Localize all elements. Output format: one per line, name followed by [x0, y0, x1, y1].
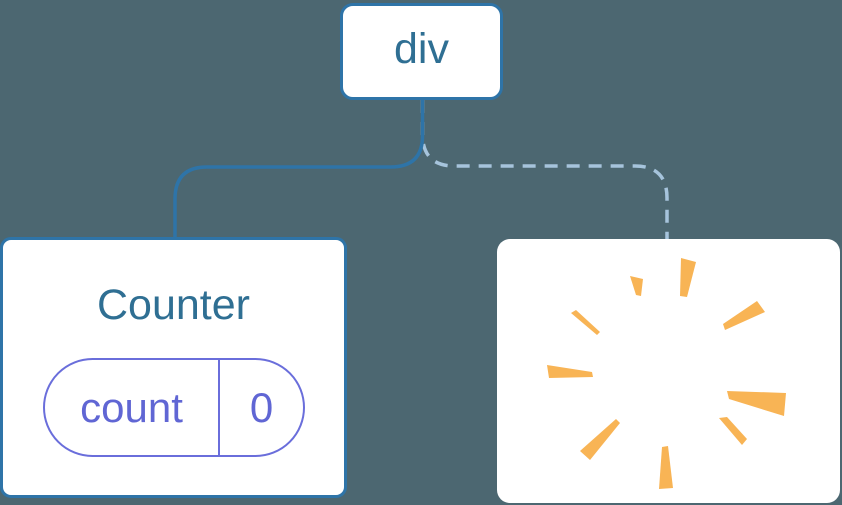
state-key: count [80, 383, 183, 431]
burst-ray [727, 391, 786, 416]
burst-ray [723, 301, 765, 330]
burst-ray [630, 276, 643, 296]
dashed-edge [420, 100, 669, 239]
counter-node: Counter count 0 [0, 237, 347, 498]
burst-ray [571, 310, 600, 335]
solid-edge [173, 100, 425, 238]
removed-node [497, 239, 840, 503]
burst-ray [547, 365, 593, 378]
root-node-div: div [340, 3, 503, 100]
burst-ray [719, 417, 747, 445]
state-pill: count 0 [43, 358, 305, 457]
burst-ray [580, 419, 620, 460]
state-value: 0 [249, 383, 274, 431]
state-pill-divider [218, 360, 220, 455]
counter-title: Counter [97, 281, 250, 329]
poof-burst-icon [547, 258, 786, 489]
root-node-label: div [394, 25, 449, 73]
burst-ray [680, 258, 696, 297]
burst-ray [659, 446, 673, 489]
